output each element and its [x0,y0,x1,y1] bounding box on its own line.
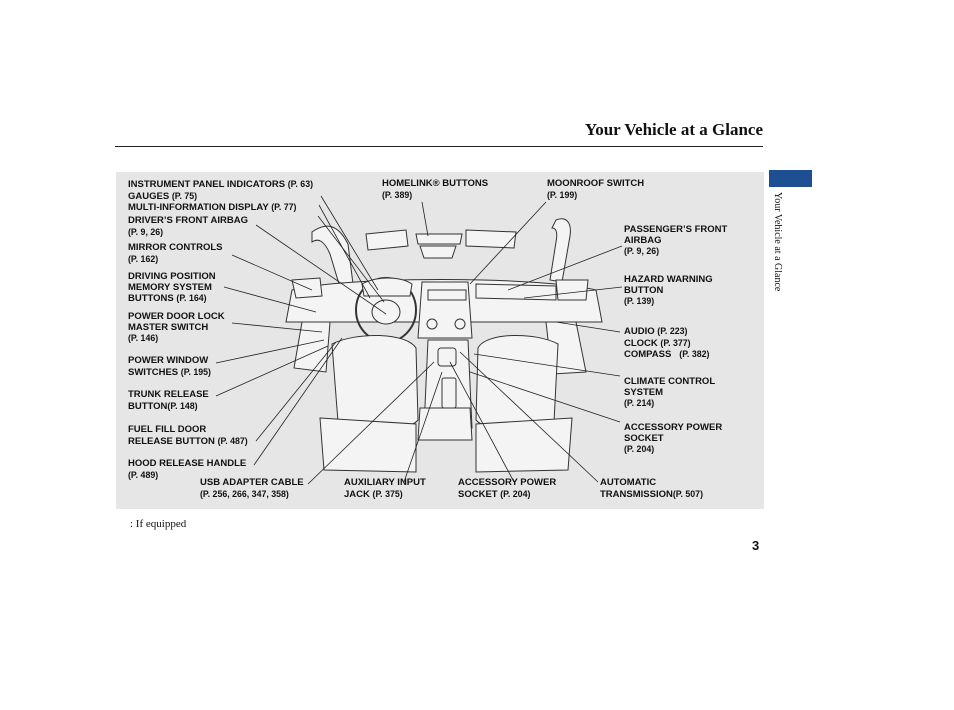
callout-instrument-panel: INSTRUMENT PANEL INDICATORS (P. 63) GAUG… [128,179,314,213]
callout-accessory-socket-console: ACCESSORY POWER SOCKET (P. 204) [458,477,557,500]
title-rule [115,146,763,147]
callout-memory-system: DRIVING POSITION MEMORY SYSTEM BUTTONS (… [128,271,216,304]
diagram-panel: INSTRUMENT PANEL INDICATORS (P. 63) GAUG… [116,172,764,509]
callout-fuel-door: FUEL FILL DOOR RELEASE BUTTON (P. 487) [128,424,248,447]
vehicle-interior-illustration [215,195,623,485]
page-title: Your Vehicle at a Glance [584,120,763,139]
callout-homelink: HOMELINK® BUTTONS (P. 389) [382,178,489,200]
callout-moonroof: MOONROOF SWITCH (P. 199) [547,178,645,200]
callout-audio-clock-compass: AUDIO (P. 223) CLOCK (P. 377) COMPASS (P… [624,326,710,360]
callout-driver-airbag: DRIVER’S FRONT AIRBAG (P. 9, 26) [128,215,248,237]
callout-climate-control: CLIMATE CONTROL SYSTEM (P. 214) [624,376,716,408]
callout-hazard-button: HAZARD WARNING BUTTON (P. 139) [624,274,713,306]
callout-accessory-socket-rear: ACCESSORY POWER SOCKET (P. 204) [624,422,723,454]
callout-aux-jack: AUXILIARY INPUT JACK (P. 375) [344,477,426,500]
callout-hood-release: HOOD RELEASE HANDLE (P. 489) [128,458,247,480]
callout-passenger-airbag: PASSENGER’S FRONT AIRBAG (P. 9, 26) [624,224,728,256]
callout-transmission: AUTOMATIC TRANSMISSION(P. 507) [600,477,704,500]
page-number: 3 [752,538,760,553]
callout-door-lock: POWER DOOR LOCK MASTER SWITCH (P. 146) [128,311,225,343]
callout-trunk-release: TRUNK RELEASE BUTTON(P. 148) [128,389,209,412]
section-tab [769,170,812,187]
callout-power-window: POWER WINDOW SWITCHES (P. 195) [128,355,211,378]
callout-mirror-controls: MIRROR CONTROLS (P. 162) [128,242,223,264]
footnote: : If equipped [130,518,187,530]
callout-usb-cable: USB ADAPTER CABLE (P. 256, 266, 347, 358… [200,477,304,499]
section-side-label: Your Vehicle at a Glance [772,192,783,292]
